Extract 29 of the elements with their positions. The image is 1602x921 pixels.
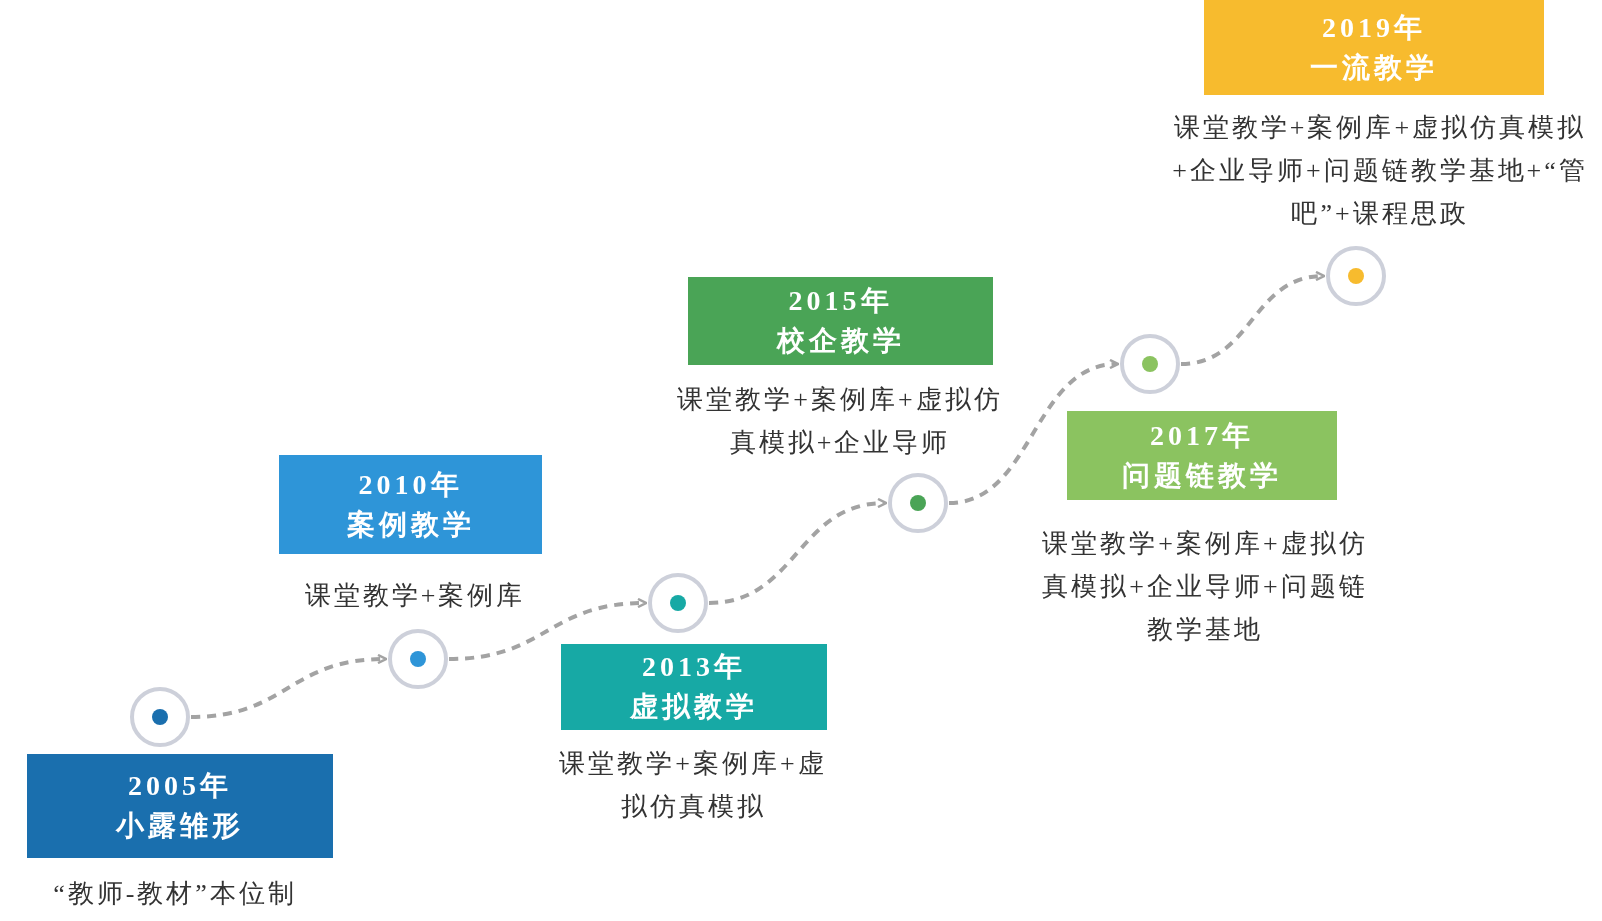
milestone-title: 小露雏形 xyxy=(116,809,244,843)
milestone-title: 案例教学 xyxy=(346,507,475,542)
dashed-arrow xyxy=(1180,271,1326,366)
milestone-description: “教师-教材”本位制 xyxy=(52,878,298,910)
dashed-arrow xyxy=(948,359,1120,505)
milestone-title: 虚拟教学 xyxy=(630,690,758,724)
milestone-year: 2019年 xyxy=(1322,10,1426,45)
milestone-title: 校企教学 xyxy=(776,324,905,358)
milestone-title: 一流教学 xyxy=(1310,50,1438,85)
milestone-box xyxy=(688,277,993,365)
milestone-description: 课堂教学+案例库+虚拟仿真模拟+企业导师 xyxy=(676,384,1004,459)
milestone-description: 课堂教学+案例库+虚拟仿真模拟+企业导师+问题链教学基地 xyxy=(1041,528,1369,646)
dashed-arrow xyxy=(448,598,648,661)
milestone-box xyxy=(279,455,542,554)
milestone-description: 课堂教学+案例库 xyxy=(303,580,527,612)
milestone-title: 问题链教学 xyxy=(1122,458,1282,493)
dashed-arrow xyxy=(190,654,388,719)
milestone-box xyxy=(561,644,827,730)
milestone-year: 2015年 xyxy=(788,284,893,318)
milestone-description: 课堂教学+案例库+虚拟仿真模拟+企业导师+问题链教学基地+“管吧”+课程思政 xyxy=(1171,112,1589,230)
milestone-description: 课堂教学+案例库+虚拟仿真模拟 xyxy=(558,748,828,823)
dashed-arrow xyxy=(708,498,888,605)
milestone-box xyxy=(1067,411,1337,500)
milestone-box xyxy=(1204,0,1544,95)
milestone-year: 2005年 xyxy=(128,769,232,803)
milestone-year: 2017年 xyxy=(1150,418,1254,453)
milestone-year: 2013年 xyxy=(642,650,746,684)
milestone-year: 2010年 xyxy=(358,467,463,502)
milestone-box xyxy=(27,754,333,858)
